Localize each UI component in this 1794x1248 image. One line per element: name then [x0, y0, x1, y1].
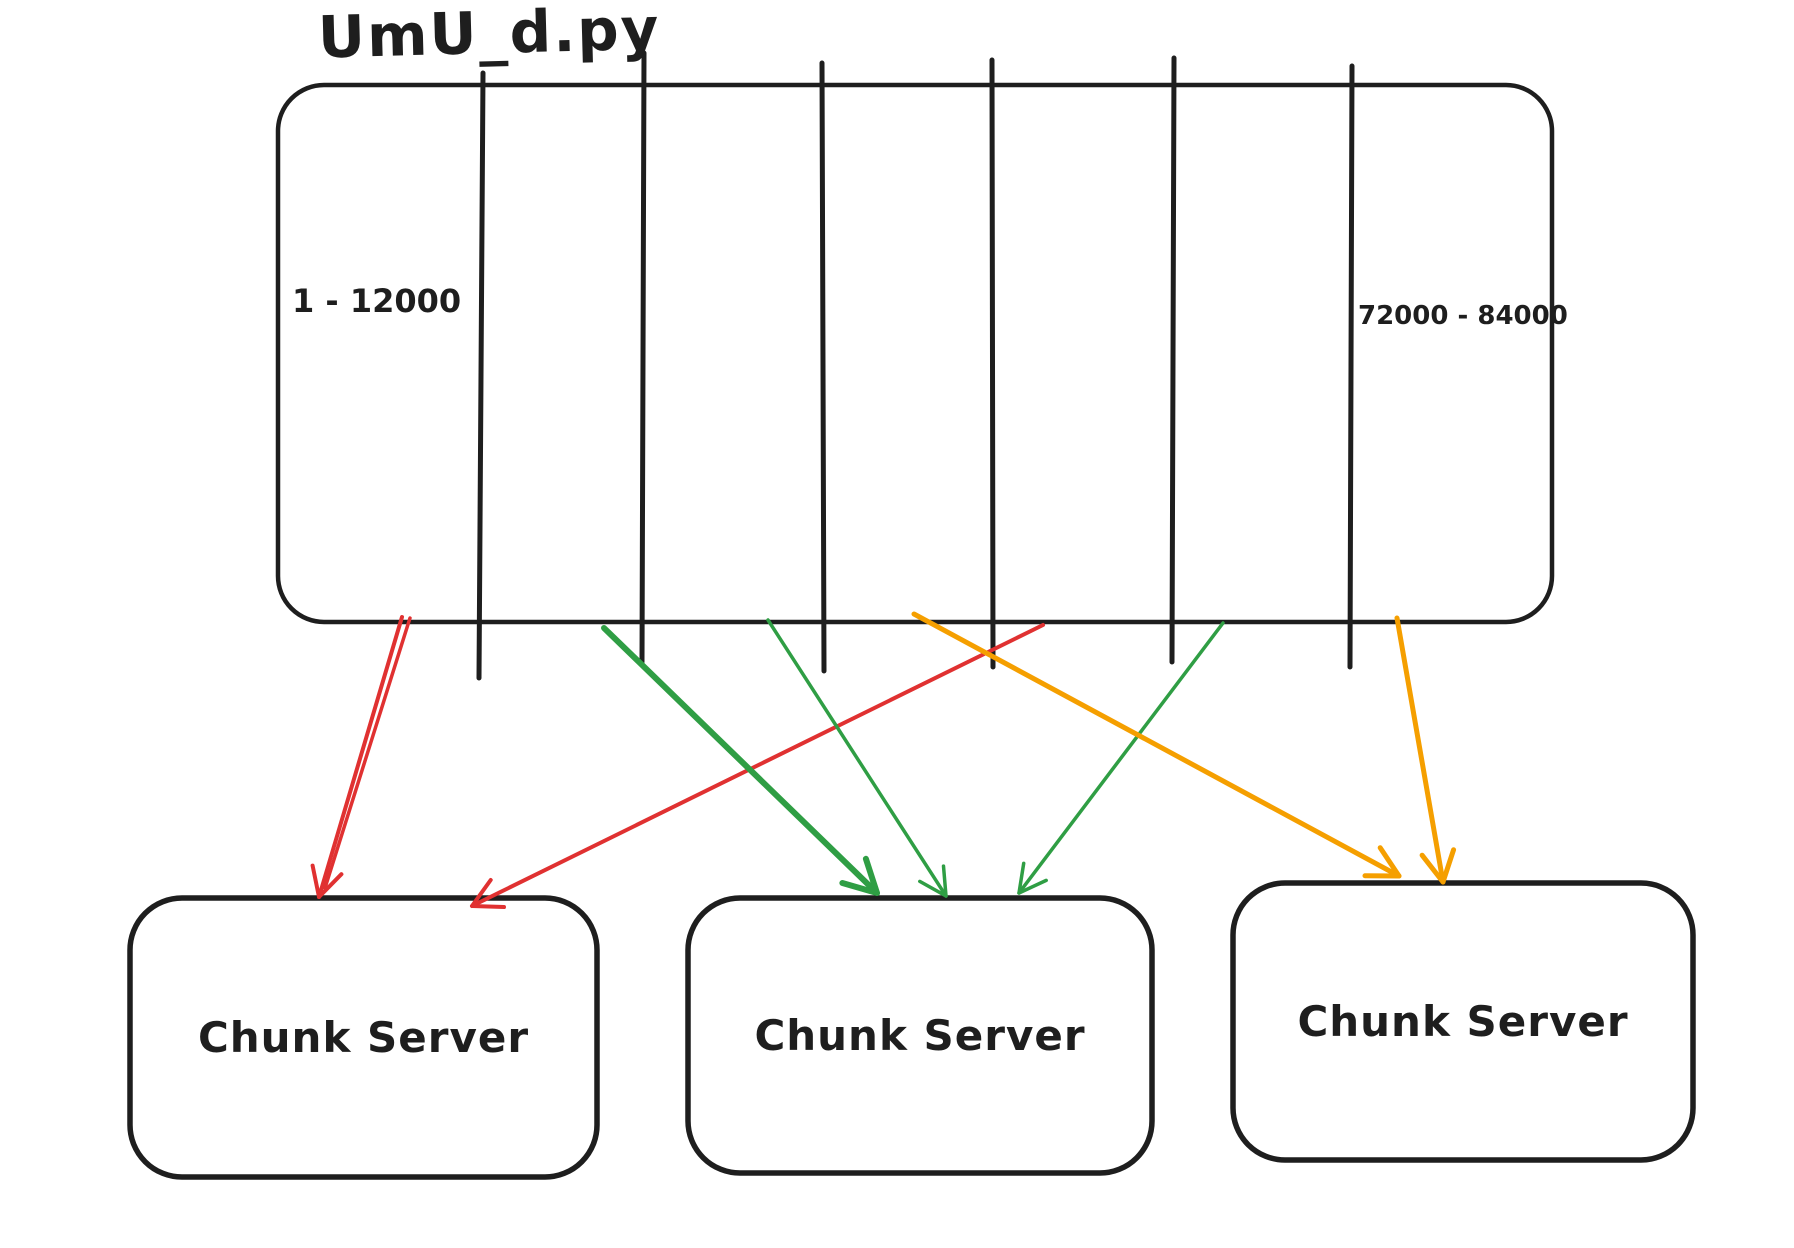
arrow-green-3 — [1017, 621, 1225, 895]
file-title: UmU_d.py — [317, 0, 662, 72]
chunk-server-1-label: Chunk Server — [197, 1013, 530, 1062]
chunk-server-box-3 — [1230, 880, 1696, 1163]
chunk-server-2-label: Chunk Server — [754, 1011, 1086, 1060]
arrow-orange-1 — [911, 611, 1402, 879]
chunk-server-3-label: Chunk Server — [1297, 997, 1629, 1046]
chunk-server-box-2 — [685, 895, 1155, 1176]
chunk-divider-line-4 — [989, 57, 996, 670]
arrow-red-2 — [470, 623, 1045, 909]
chunk-server-1: Chunk Server — [130, 898, 597, 1177]
arrow-green-1-head — [839, 855, 880, 896]
chunk-divider-line-1 — [476, 70, 486, 681]
chunk-server-box-1 — [127, 895, 600, 1180]
arrow-red-1-shaft-sketch — [323, 616, 412, 890]
segment-1-range-label: 1 - 12000 — [292, 282, 462, 320]
arrow-orange-2 — [1394, 615, 1457, 885]
chunk-divider-line-2 — [639, 50, 647, 665]
arrow-green-3-head — [1017, 861, 1048, 895]
arrow-orange-1-head — [1362, 845, 1402, 879]
arrow-green-3-shaft — [1017, 621, 1225, 895]
arrow-orange-2-shaft — [1394, 615, 1446, 885]
arrow-green-1-shaft — [601, 625, 880, 896]
arrow-green-1 — [601, 625, 880, 896]
ink-strokes — [127, 50, 1696, 1180]
chunk-divider-line-3 — [819, 60, 827, 674]
chunk-server-2: Chunk Server — [688, 898, 1152, 1173]
chunk-divider-line-5 — [1169, 55, 1177, 665]
file-box — [275, 82, 1555, 625]
arrow-green-2 — [766, 618, 948, 898]
arrow-red-2-head — [470, 878, 506, 909]
arrow-red-1-shaft — [317, 615, 404, 899]
arrow-green-2-shaft — [766, 618, 948, 898]
chunk-server-3: Chunk Server — [1233, 883, 1693, 1160]
arrow-red-1 — [310, 615, 412, 899]
segment-7-range-label: 72000 - 84000 — [1358, 301, 1568, 331]
chunk-divider-line-6 — [1347, 63, 1355, 670]
arrow-red-2-shaft — [470, 623, 1045, 908]
arrow-orange-1-shaft — [911, 611, 1402, 879]
arrow-orange-2-head — [1419, 847, 1457, 885]
arrow-green-2-head — [918, 864, 948, 898]
arrow-red-1-head — [310, 863, 344, 899]
